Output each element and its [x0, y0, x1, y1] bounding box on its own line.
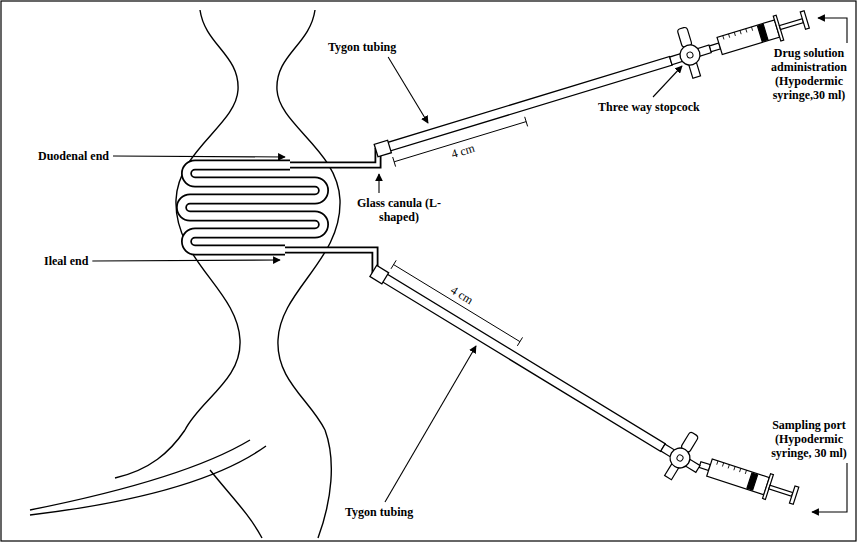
- thumb-rest: [789, 486, 798, 504]
- dimension-line: [394, 122, 526, 162]
- port-label: Drug solution administration (Hypodermic…: [765, 46, 853, 102]
- dimension-tick: [517, 337, 522, 346]
- graduation-mark: [745, 470, 746, 474]
- glass-cannulas: [285, 148, 378, 274]
- port-label: Sampling port (Hypodermic syringe, 30 ml…: [765, 418, 853, 460]
- three-way-stopcock: [651, 424, 713, 489]
- graduation-mark: [734, 32, 735, 36]
- hind-leg: [210, 470, 262, 538]
- tubing-sleeve: [374, 140, 391, 157]
- leader-arrow: [812, 463, 847, 512]
- tail: [30, 446, 266, 515]
- graduation-mark: [729, 34, 730, 38]
- syringe-barrel: [707, 459, 770, 495]
- glass-cannula-bore: [285, 250, 375, 274]
- graduation-mark: [740, 468, 741, 472]
- dimension-line: [391, 260, 523, 346]
- stopcock-body: [678, 43, 703, 68]
- rat-outline: [30, 10, 340, 538]
- part-label: Duodenal end: [38, 149, 109, 163]
- stopcock-body: [666, 444, 693, 471]
- hind-leg: [318, 430, 331, 538]
- part-label: Ileal end: [44, 254, 88, 268]
- tubing-wall: [373, 268, 666, 451]
- glass-cannula: [290, 148, 378, 165]
- graduation-mark: [722, 463, 723, 467]
- three-way-stopcock: [663, 22, 717, 83]
- leader-arrow: [653, 66, 682, 97]
- graduation-mark: [740, 30, 741, 34]
- dimension-label: 4 cm: [448, 282, 475, 306]
- plunger-stopper: [758, 24, 768, 41]
- graduation-mark: [734, 466, 735, 470]
- hypodermic-syringe: [696, 452, 800, 508]
- graduation-mark: [746, 29, 747, 33]
- tubing-sleeve: [370, 265, 389, 283]
- dimension-line: [394, 265, 520, 342]
- part-label: Glass canula (L-shaped): [355, 196, 443, 224]
- stopcock-bore: [686, 51, 693, 58]
- intestine-wall: [182, 165, 324, 250]
- graduation-mark: [717, 461, 718, 465]
- tygon-tubing: [370, 265, 666, 453]
- plunger-rod: [779, 19, 803, 30]
- dimension-line: [393, 117, 528, 167]
- glass-cannula: [285, 250, 375, 274]
- leader-arrow: [113, 156, 285, 157]
- leader-arrow: [92, 260, 280, 261]
- syringe-barrel: [717, 20, 780, 55]
- plunger-stopper: [747, 473, 758, 490]
- graduation-mark: [728, 465, 729, 469]
- stopcock-bore: [676, 454, 684, 462]
- leader-arrow: [385, 346, 476, 502]
- leader-lines: [92, 18, 847, 512]
- leader-arrow: [388, 57, 428, 123]
- dimension-tick: [391, 260, 396, 269]
- tail: [30, 440, 250, 510]
- glass-cannula-bore: [290, 148, 378, 165]
- graduation-mark: [751, 27, 752, 31]
- dimension-label: 4 cm: [450, 141, 477, 161]
- leader-arrow: [818, 18, 847, 43]
- part-label: Tygon tubing: [345, 505, 413, 519]
- leader-arrow: [378, 174, 379, 193]
- dimension-tick: [525, 117, 528, 127]
- small-intestine: [182, 165, 324, 250]
- hind-leg: [115, 430, 185, 478]
- thumb-rest: [800, 11, 809, 29]
- dimension-tick: [393, 157, 396, 167]
- part-label: Three way stopcock: [598, 100, 700, 114]
- graduation-mark: [723, 36, 724, 40]
- plunger-rod: [769, 485, 793, 496]
- intestine-lumen: [182, 165, 324, 250]
- part-label: Tygon tubing: [328, 40, 396, 54]
